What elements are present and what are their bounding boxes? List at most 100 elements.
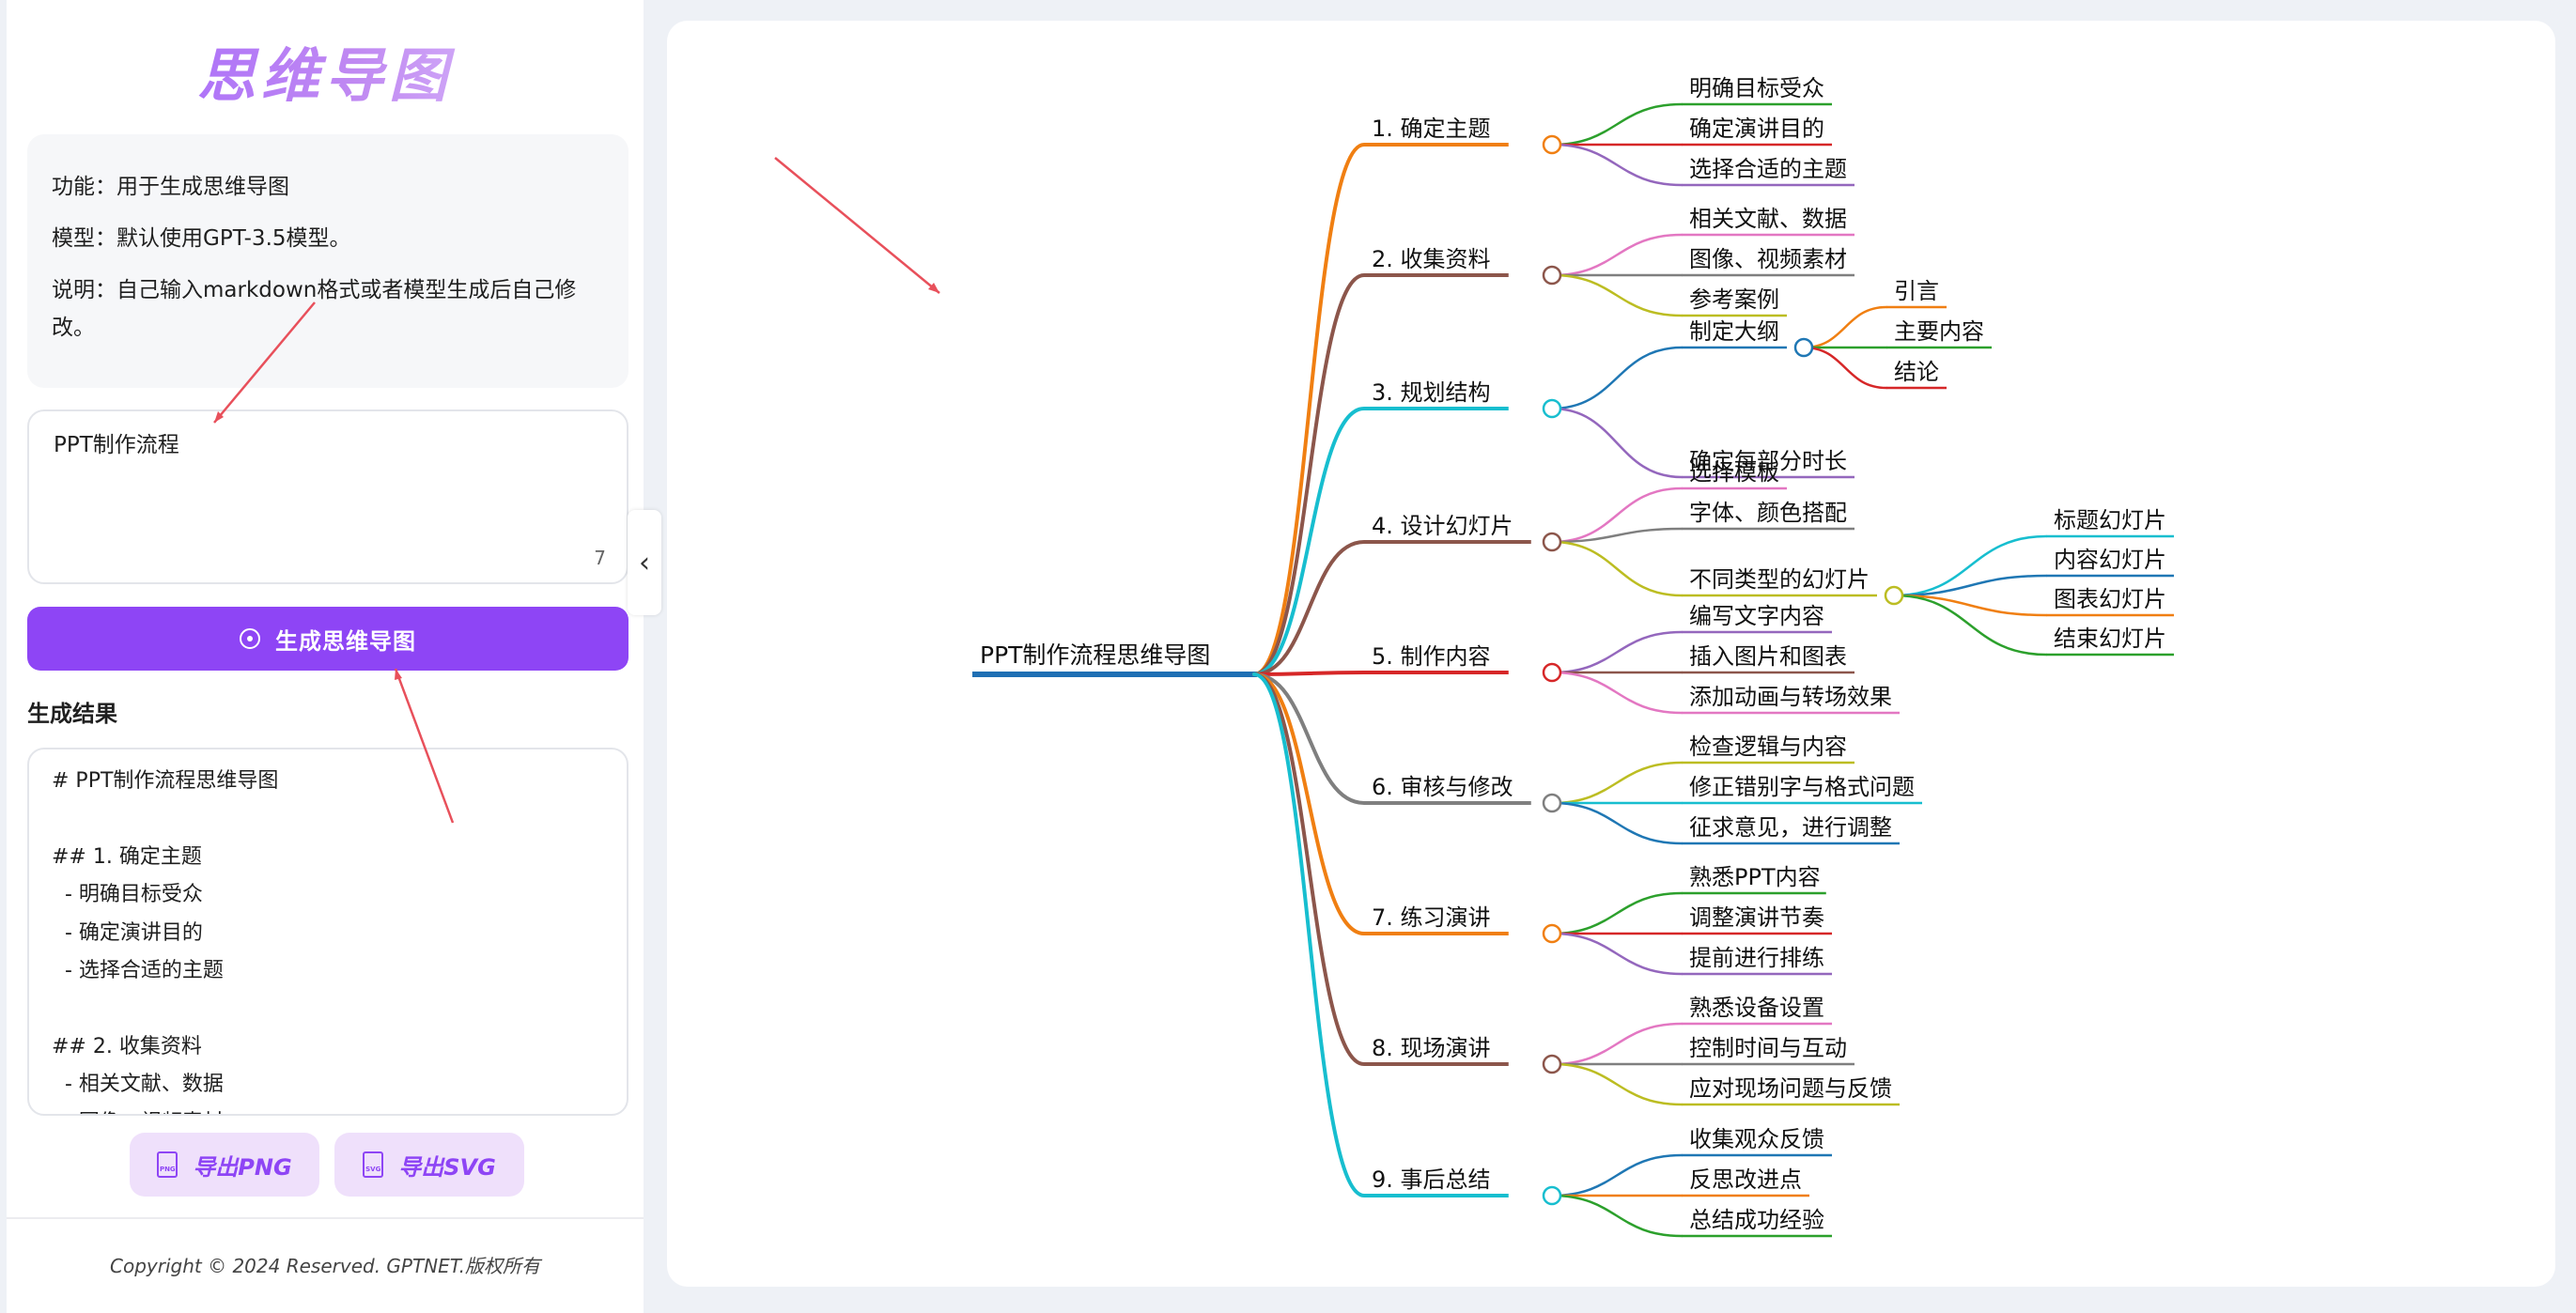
mindmap-branch-label[interactable]: 9. 事后总结 [1372,1166,1491,1193]
mindmap-leaf-label[interactable]: 调整演讲节奏 [1689,904,1824,931]
mindmap-subbranch-toggle[interactable] [1884,585,1904,606]
mindmap-leaf-label[interactable]: 确定演讲目的 [1689,116,1824,142]
mindmap-link [1550,1153,1684,1197]
mindmap-branch-label[interactable]: 1. 确定主题 [1372,116,1491,142]
mindmap-leaf-label[interactable]: 相关文献、数据 [1689,206,1847,232]
mindmap-branch-toggle[interactable] [1542,398,1562,419]
mindmap-leaf-label[interactable]: 主要内容 [1894,318,1984,345]
mindmap-link [1550,671,1684,715]
mindmap-leaf-label[interactable]: 不同类型的幻灯片 [1689,566,1870,593]
mindmap-link [1252,672,1366,1066]
mindmap-leaf-label[interactable]: 内容幻灯片 [2054,547,2166,573]
mindmap-branch-label[interactable]: 2. 收集资料 [1372,246,1491,272]
mindmap-leaf-label[interactable]: 参考案例 [1689,286,1779,313]
mindmap-link [1550,487,1684,544]
char-count: 7 [594,547,606,569]
mindmap-leaf-label[interactable]: 结论 [1894,359,1939,385]
mindmap-link [1252,273,1366,676]
mindmap-leaf-label[interactable]: 确定每部分时长 [1689,448,1847,474]
mindmap-leaf-label[interactable]: 收集观众反馈 [1689,1126,1824,1152]
result-text: # PPT制作流程思维导图 ## 1. 确定主题 - 明确目标受众 - 确定演讲… [52,769,279,1114]
mindmap-link [1550,273,1684,317]
mindmap-leaf-label[interactable]: 图像、视频素材 [1689,246,1847,272]
mindmap-subbranch-toggle[interactable] [1793,337,1814,358]
mindmap-link [1892,534,2048,597]
mindmap-branch-toggle[interactable] [1542,923,1562,944]
mindmap-link [1550,1194,1684,1238]
mindmap-leaf-label[interactable]: 字体、颜色搭配 [1689,500,1847,526]
mindmap-branch-toggle[interactable] [1542,1185,1562,1206]
mindmap-leaf-label[interactable]: 控制时间与互动 [1689,1035,1847,1061]
mindmap-leaf-label[interactable]: 应对现场问题与反馈 [1689,1075,1892,1102]
mindmap-link [1892,594,2048,656]
mindmap-link [1550,761,1684,805]
mindmap-leaf-label[interactable]: 选择模板 [1689,459,1779,486]
info-model: 模型：默认使用GPT-3.5模型。 [52,226,351,251]
mindmap-link [1550,102,1684,147]
mindmap-branch-toggle[interactable] [1542,1054,1562,1074]
mindmap-leaf-label[interactable]: 添加动画与转场效果 [1689,684,1892,710]
mindmap-link [1802,305,1888,349]
mindmap-branch-toggle[interactable] [1542,265,1562,286]
mindmap-branch-label[interactable]: 5. 制作内容 [1372,643,1491,670]
info-function: 功能：用于生成思维导图 [52,175,289,199]
prompt-input[interactable]: PPT制作流程 7 [27,409,628,584]
mindmap-link [1252,671,1366,676]
export-png-label: 导出PNG [193,1153,292,1181]
mindmap-branch-toggle[interactable] [1542,662,1562,683]
sidebar: 思维导图 功能：用于生成思维导图 模型：默认使用GPT-3.5模型。 说明：自己… [7,0,644,1313]
mindmap-canvas[interactable]: PPT制作流程思维导图 1. 确定主题 明确目标受众确定演讲目的选择合适的主题 2. … [667,21,2555,1287]
mindmap-branch-label[interactable]: 8. 现场演讲 [1372,1035,1491,1061]
mindmap-link [1550,527,1684,544]
export-png-button[interactable]: PNG 导出PNG [130,1133,319,1197]
mindmap-leaf-label[interactable]: 征求意见，进行调整 [1689,814,1892,841]
mindmap-root-label[interactable]: PPT制作流程思维导图 [980,641,1210,669]
mindmap-leaf-label[interactable]: 选择合适的主题 [1689,156,1847,182]
mindmap-link [1550,1022,1684,1066]
mindmap-leaf-label[interactable]: 修正错别字与格式问题 [1689,774,1915,800]
copyright: Copyright © 2024 Reserved. GPTNET.版权所有 [110,1255,540,1277]
export-svg-button[interactable]: SVG 导出SVG [334,1133,524,1197]
mindmap-branch-toggle[interactable] [1542,793,1562,813]
mindmap-leaf-label[interactable]: 插入图片和图表 [1689,643,1847,670]
mindmap-leaf-label[interactable]: 总结成功经验 [1689,1207,1824,1233]
mindmap-leaf-label[interactable]: 引言 [1894,278,1939,304]
mindmap-link [1252,540,1366,676]
mindmap-leaf-label[interactable]: 提前进行排练 [1689,945,1824,971]
mindmap-branch-label[interactable]: 7. 练习演讲 [1372,904,1491,931]
info-description: 说明：自己输入markdown格式或者模型生成后自己修改。 [52,278,577,340]
mindmap-leaf-label[interactable]: 熟悉PPT内容 [1689,864,1821,890]
mindmap-leaf-label[interactable]: 熟悉设备设置 [1689,995,1824,1021]
generate-mindmap-button[interactable]: 生成思维导图 [27,607,628,671]
mindmap-branch-toggle[interactable] [1542,532,1562,552]
mindmap-leaf-label[interactable]: 编写文字内容 [1689,603,1824,629]
mindmap-leaf-label[interactable]: 结束幻灯片 [2054,626,2166,652]
mindmap-link [1550,1062,1684,1106]
footer-divider [7,1217,644,1219]
mindmap-link [1252,143,1366,676]
mindmap-leaf-label[interactable]: 明确目标受众 [1689,75,1824,101]
mindmap-branch-label[interactable]: 6. 审核与修改 [1372,774,1513,800]
mindmap-link [1892,594,2048,617]
prompt-input-value: PPT制作流程 [54,433,179,457]
result-label: 生成结果 [27,701,117,727]
mindmap-branch-toggle[interactable] [1542,134,1562,155]
mindmap-leaf-label[interactable]: 制定大纲 [1689,318,1779,345]
mindmap-link [1550,801,1684,845]
chevron-left-icon: ‹ [639,546,650,579]
mindmap-link [1252,672,1366,1197]
png-file-icon: PNG [157,1151,178,1178]
mindmap-leaf-label[interactable]: 图表幻灯片 [2054,586,2166,612]
mindmap-branch-label[interactable]: 4. 设计幻灯片 [1372,513,1513,539]
mindmap-branch-label[interactable]: 3. 规划结构 [1372,379,1491,406]
mindmap-leaf-label[interactable]: 标题幻灯片 [2054,507,2166,533]
mindmap-link [1550,891,1684,935]
collapse-sidebar-button[interactable]: ‹ [628,510,661,615]
mindmap-leaf-label[interactable]: 反思改进点 [1689,1166,1802,1193]
mindmap-link [1550,233,1684,277]
generate-mindmap-label: 生成思维导图 [275,627,416,655]
mindmap-leaf-label[interactable]: 检查逻辑与内容 [1689,734,1847,760]
mindmap-link [1550,407,1684,479]
result-textarea[interactable]: # PPT制作流程思维导图 ## 1. 确定主题 - 明确目标受众 - 确定演讲… [27,748,628,1116]
